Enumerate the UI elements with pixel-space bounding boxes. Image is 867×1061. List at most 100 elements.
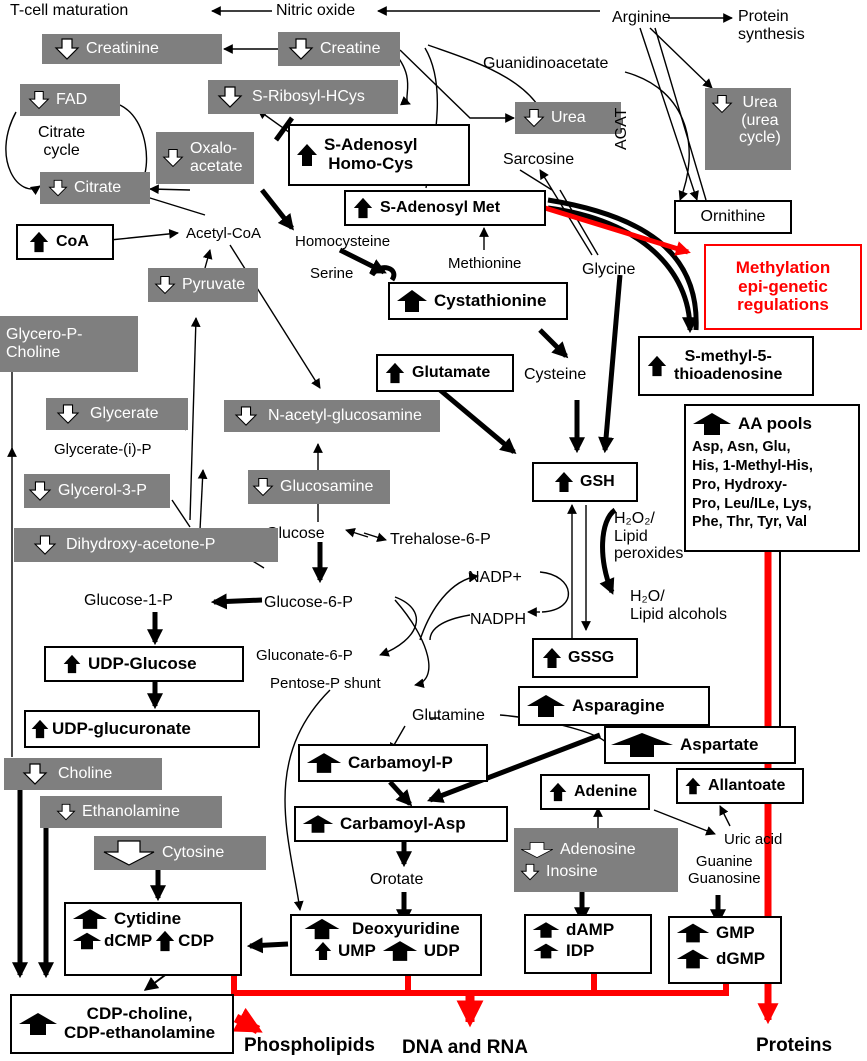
node-asparagine: Asparagine (518, 686, 710, 726)
arrow-down-icon (162, 149, 184, 168)
node-udp-glucuronate: UDP-glucuronate (24, 710, 260, 748)
arrow-up-icon (647, 355, 667, 377)
arrow-up-icon (554, 472, 574, 492)
node-methionine: Methionine (448, 254, 522, 272)
arrow-down-icon (520, 863, 540, 881)
arrow-down-icon (711, 95, 733, 114)
node-creatine: Creatine (278, 32, 400, 66)
arrow-up-icon (527, 695, 565, 717)
arrow-up-icon (676, 923, 710, 943)
node-nadp: NADP+ (468, 569, 522, 587)
node-glycerate-ip: Glycerate-(i)-P (54, 440, 152, 458)
node-guanidinoacetate: Guanidinoacetate (483, 55, 609, 73)
arrow-down-icon (288, 38, 314, 60)
arrow-down-icon (103, 840, 155, 866)
node-glucose: Glucose (266, 525, 325, 543)
arrow-up-icon (156, 930, 175, 952)
arrow-up-icon (29, 231, 49, 253)
node-urea-cycle: Urea (urea cycle) (705, 88, 791, 170)
arrow-up-icon (63, 654, 81, 674)
node-s-methyl-thioadenosine: S-methyl-5- thioadenosine (638, 336, 814, 396)
node-damp-idp: dAMP IDP (524, 914, 652, 974)
arrow-up-icon (533, 944, 559, 959)
arrow-up-icon (676, 949, 710, 969)
node-aspartate: Aspartate (604, 726, 796, 764)
node-orotate: Orotate (370, 871, 424, 889)
node-cystathionine: Cystathionine (388, 282, 568, 320)
node-gmp-dgmp: GMP dGMP (668, 916, 782, 984)
node-glutamine: Glutamine (412, 707, 485, 725)
arrow-down-icon (154, 276, 176, 295)
node-cysteine: Cysteine (524, 366, 587, 384)
node-glycerate: Glycerate (46, 398, 188, 430)
node-creatinine: Creatinine (42, 34, 222, 64)
node-acetyl-coa: Acetyl-CoA (186, 224, 262, 242)
node-cdp-choline: CDP-choline, CDP-ethanolamine (10, 994, 234, 1054)
node-gssg: GSSG (532, 638, 638, 678)
arrow-down-icon (54, 38, 80, 60)
node-aa-pools: AA pools Asp, Asn, Glu, His, 1-Methyl-Hi… (684, 404, 860, 552)
node-coa: CoA (16, 224, 114, 260)
node-h2o2: H₂O₂/ Lipid peroxides (614, 510, 684, 563)
node-glucose-6p: Glucose-6-P (264, 594, 353, 612)
arrow-up-icon (549, 782, 567, 802)
arrow-up-icon (353, 197, 373, 219)
arrow-up-icon (382, 941, 417, 961)
node-sarcosine: Sarcosine (503, 151, 575, 169)
node-n-acetyl-glucosamine: N-acetyl-glucosamine (224, 400, 440, 432)
node-glutamate: Glutamate (376, 354, 514, 392)
node-allantoate: Allantoate (676, 768, 804, 804)
arrow-down-icon (523, 109, 545, 128)
node-carbamoyl-asp: Carbamoyl-Asp (294, 806, 508, 842)
node-agat: AGAT (613, 107, 631, 150)
node-glucose-1p: Glucose-1-P (84, 592, 173, 610)
node-ethanolamine: Ethanolamine (40, 796, 222, 828)
arrow-up-icon (306, 753, 342, 773)
node-fad: FAD (20, 84, 120, 116)
node-s-ribosyl-hcys: S-Ribosyl-HCys (208, 80, 398, 114)
node-t-cell-maturation: T-cell maturation (10, 2, 129, 20)
node-dhap: Dihydroxy-acetone-P (14, 528, 278, 562)
arrow-up-icon (302, 815, 334, 833)
node-glucosamine: Glucosamine (248, 470, 390, 504)
arrow-up-icon (542, 648, 562, 668)
arrow-down-icon (252, 478, 274, 497)
output-proteins: Proteins (756, 1034, 833, 1056)
arrow-up-icon (685, 777, 701, 795)
node-gsh: GSH (532, 462, 638, 502)
node-citrate: Citrate (40, 172, 150, 204)
arrow-up-icon (19, 1013, 57, 1035)
node-uric-acid: Uric acid (724, 830, 783, 848)
node-guanine-guanosine: Guanine Guanosine (688, 853, 761, 887)
arrow-up-icon (532, 922, 560, 938)
node-deoxyuridine-ump-udp: Deoxyuridine UMP UDP (290, 914, 482, 976)
node-adenine: Adenine (540, 774, 650, 810)
node-ornithine: Ornithine (674, 200, 792, 234)
node-serine: Serine (310, 264, 354, 282)
node-citrate-cycle: Citrate cycle (38, 124, 86, 159)
arrow-down-icon (521, 842, 553, 858)
node-trehalose: Trehalose-6-P (390, 531, 491, 549)
aa-pools-list: Asp, Asn, Glu, His, 1-Methyl-His, Pro, H… (692, 439, 813, 531)
arrow-down-icon (217, 86, 243, 108)
arrow-up-icon (72, 932, 102, 950)
node-protein-synthesis: Protein synthesis (738, 8, 805, 43)
node-udp-glucose: UDP-Glucose (44, 646, 244, 682)
node-homocysteine: Homocysteine (295, 232, 391, 250)
arrow-up-icon (314, 942, 332, 960)
node-s-adenosyl-met: S-Adenosyl Met (344, 190, 546, 226)
node-glycero-p-choline: Glycero-P- Choline (0, 316, 138, 372)
arrow-up-icon (297, 144, 317, 166)
node-nitric-oxide: Nitric oxide (276, 2, 356, 20)
node-nadph: NADPH (470, 611, 527, 629)
arrow-down-icon (48, 179, 68, 197)
node-pentose-p-shunt: Pentose-P shunt (270, 674, 381, 692)
node-glycerol-3p: Glycerol-3-P (24, 474, 170, 508)
arrow-up-icon (611, 733, 673, 757)
node-carbamoyl-p: Carbamoyl-P (298, 744, 488, 782)
arrow-up-icon (304, 918, 340, 940)
node-s-adenosyl-homo-cys: S-Adenosyl Homo-Cys (288, 124, 470, 186)
node-gluconate-6p: Gluconate-6-P (256, 646, 353, 664)
